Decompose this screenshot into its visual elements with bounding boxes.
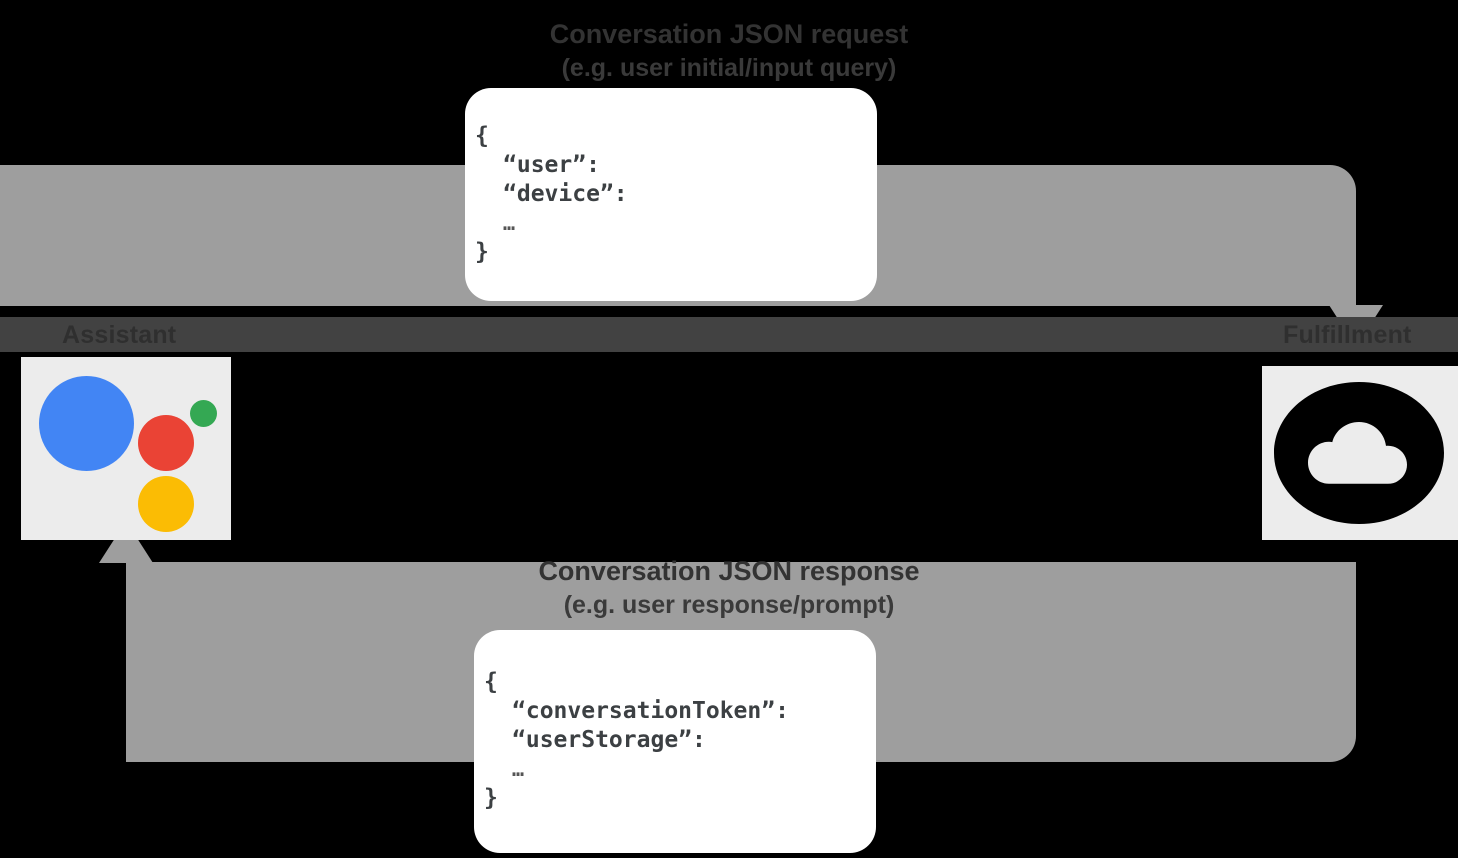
cloud-functions-icon xyxy=(1274,382,1444,524)
request-subtitle: (e.g. user initial/input query) xyxy=(561,53,897,82)
response-json-code: { “conversationToken”: “userStorage”: … … xyxy=(474,630,876,853)
response-title: Conversation JSON response xyxy=(538,556,920,586)
request-title: Conversation JSON request xyxy=(549,19,909,49)
assistant-dot-yellow-icon xyxy=(138,476,194,532)
response-subtitle: (e.g. user response/prompt) xyxy=(563,590,895,619)
request-json-card: { “user”: “device”: … } xyxy=(465,88,877,301)
json-line: … xyxy=(512,757,525,781)
assistant-label: Assistant xyxy=(62,321,177,349)
json-line: “userStorage”: xyxy=(512,727,706,753)
request-json-code: { “user”: “device”: … } xyxy=(465,88,877,301)
json-line: { xyxy=(484,669,498,695)
json-line: { xyxy=(475,123,489,149)
json-line: “device”: xyxy=(503,181,628,207)
response-caption: Conversation JSON response (e.g. user re… xyxy=(0,554,1458,621)
json-line: “user”: xyxy=(503,152,600,178)
json-line: … xyxy=(503,211,516,235)
actor-strip xyxy=(0,317,1458,352)
json-line: “conversationToken”: xyxy=(512,698,789,724)
assistant-dot-blue-icon xyxy=(39,376,134,471)
assistant-dot-green-icon xyxy=(190,400,217,427)
assistant-dot-red-icon xyxy=(138,415,194,471)
fulfillment-label: Fulfillment xyxy=(1283,321,1412,349)
json-line: } xyxy=(475,239,489,265)
response-json-card: { “conversationToken”: “userStorage”: … … xyxy=(474,630,876,853)
request-caption: Conversation JSON request (e.g. user ini… xyxy=(0,17,1458,84)
json-line: } xyxy=(484,785,498,811)
